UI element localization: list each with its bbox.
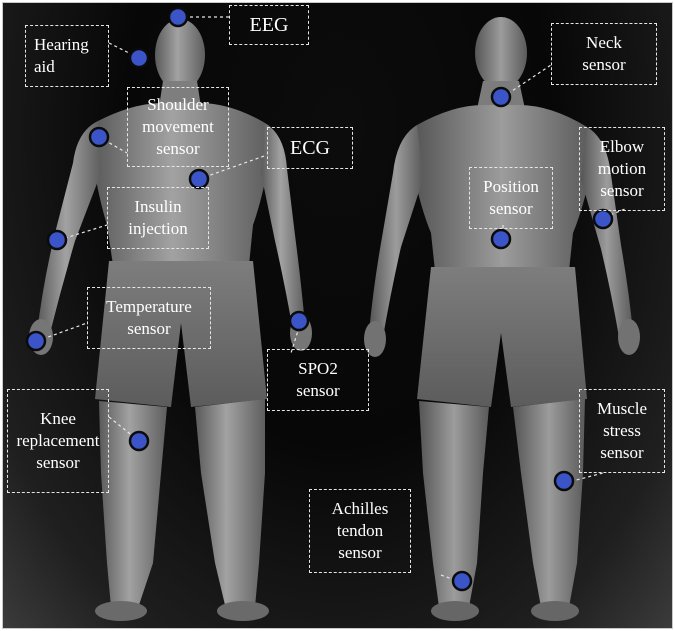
sensor-dot-neck <box>492 88 510 106</box>
label-shoulder-movement: Shoulder movement sensor <box>127 87 229 167</box>
label-knee-replacement: Knee replacement sensor <box>7 389 109 493</box>
sensor-dot-muscle <box>555 472 573 490</box>
label-eeg: EEG <box>229 5 309 45</box>
label-hearing-aid: Hearing aid <box>25 25 109 87</box>
sensor-dot-shoulder <box>90 128 108 146</box>
label-spo2: SPO2 sensor <box>267 349 369 411</box>
label-neck: Neck sensor <box>551 23 657 85</box>
label-insulin-injection: Insulin injection <box>107 187 209 249</box>
sensor-dot-achilles <box>453 572 471 590</box>
label-temperature: Temperature sensor <box>87 287 211 349</box>
sensor-dot-insulin <box>48 231 66 249</box>
sensor-dot-position <box>492 230 510 248</box>
label-ecg: ECG <box>267 127 353 169</box>
label-muscle-stress: Muscle stress sensor <box>579 389 665 473</box>
label-elbow-motion: Elbow motion sensor <box>579 127 665 211</box>
label-position: Position sensor <box>469 167 553 229</box>
sensor-dot-knee <box>130 432 148 450</box>
sensor-dot-spo2 <box>290 312 308 330</box>
sensor-dot-hearing-aid <box>130 49 148 67</box>
sensor-dot-elbow <box>594 210 612 228</box>
sensor-dot-ecg <box>190 170 208 188</box>
sensor-dot-temperature <box>27 332 45 350</box>
label-achilles-tendon: Achilles tendon sensor <box>309 489 411 573</box>
sensor-dot-eeg <box>169 8 187 26</box>
